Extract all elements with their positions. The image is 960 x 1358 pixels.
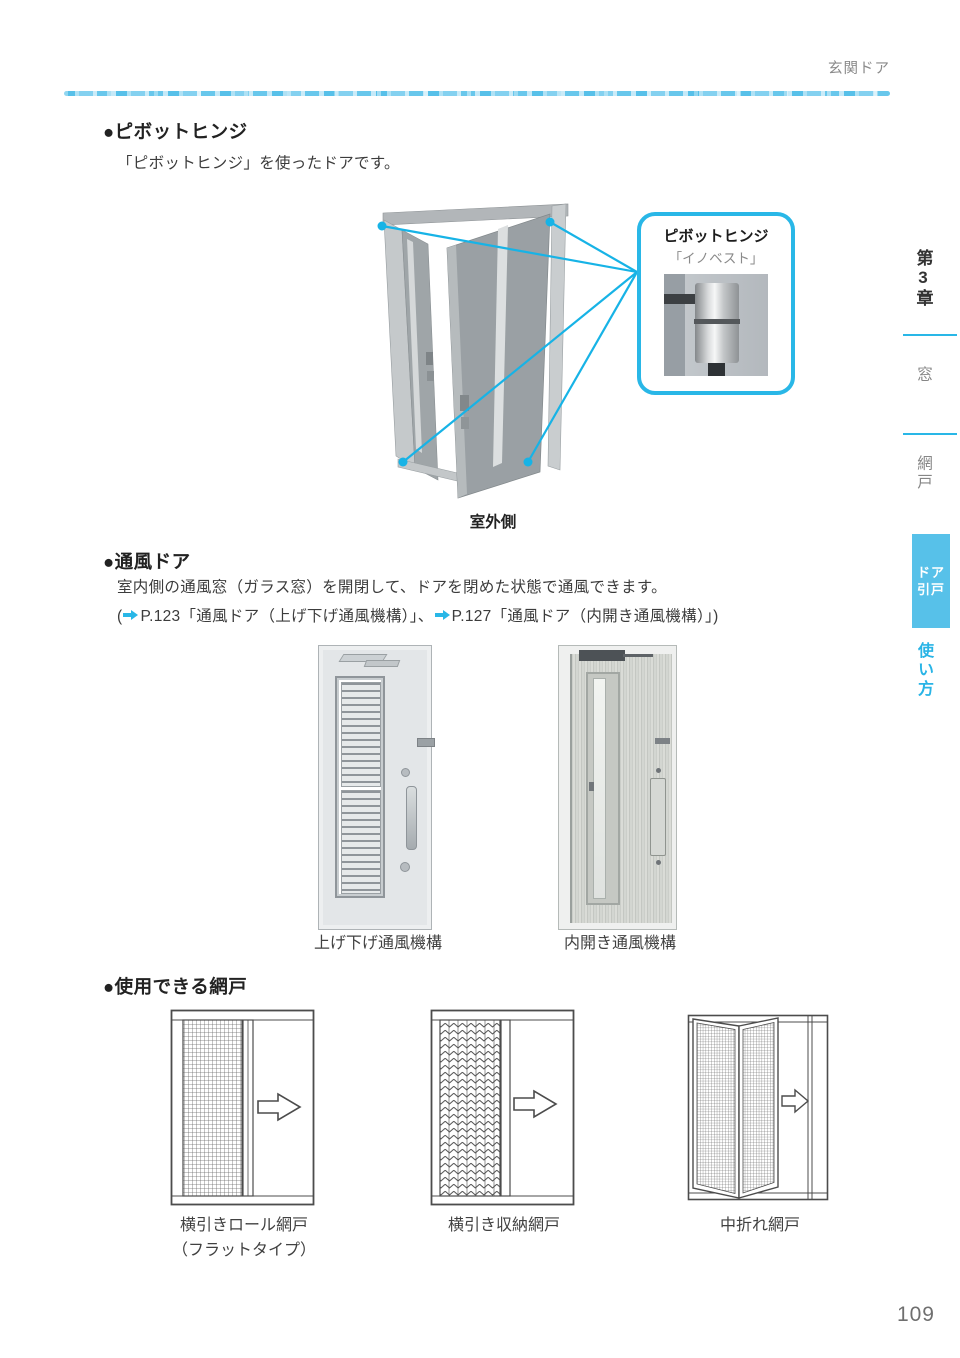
vent-body-line1: 室内側の通風窓（ガラス窓）を開閉して、ドアを閉めた状態で通風できます。 (117, 579, 667, 596)
slide-direction-arrow-icon (513, 1089, 558, 1119)
vent-section-heading: ●通風ドア (103, 551, 191, 572)
sidebar-divider (903, 334, 957, 336)
door-closer-arm (363, 660, 401, 667)
header-brush-divider (64, 91, 890, 96)
screen2-caption: 横引き収納網戸 (447, 1217, 560, 1234)
door-closer-icon (579, 650, 625, 661)
door-photo-inward-vent (558, 645, 677, 930)
pivot-hinge-photo (664, 274, 768, 376)
thumbturn-knob (400, 862, 410, 872)
hinge-cylinder (693, 283, 740, 363)
pivot-door-diagram (377, 203, 638, 499)
thumbturn-knob (401, 768, 410, 777)
page-number: 109 (896, 1303, 935, 1326)
page-ref-arrow-icon (123, 609, 139, 621)
screen-diagram-bifold (687, 1014, 829, 1201)
running-header: 玄関ドア (828, 61, 890, 77)
callout-title: ピボットヒンジ (663, 228, 769, 245)
sidebar-item-usage: 使い方 (915, 642, 932, 699)
hinge-pin (707, 362, 726, 376)
screen-diagram-pleated (430, 1009, 575, 1206)
door-lock-lever (655, 738, 670, 744)
slide-direction-arrow-icon (257, 1092, 302, 1122)
pivot-hinge-callout: ピボットヒンジ 「イノベスト」 (637, 212, 795, 395)
sidebar-item-screen: 網戸 (915, 455, 932, 492)
exterior-side-caption: 室外側 (469, 514, 517, 531)
door2-caption: 内開き通風機構 (563, 935, 676, 952)
window-latch (589, 782, 594, 791)
page-ref-arrow-icon (434, 609, 450, 621)
door-photo-updown-vent (318, 645, 435, 930)
sidebar-item-window: 窓 (915, 366, 932, 385)
door-handle-plate (650, 778, 666, 856)
door-handle (406, 786, 417, 850)
vent-section-body: 室内側の通風窓（ガラス窓）を開閉して、ドアを閉めた状態で通風できます。 ( P.1… (117, 574, 897, 631)
door-closer-arm (623, 654, 653, 657)
sidebar-chapter-label: 第3章 (913, 249, 933, 308)
sidebar-divider (903, 433, 957, 435)
pivot-section-heading: ●ピボットヒンジ (103, 121, 248, 142)
screen-section-heading: ●使用できる網戸 (103, 976, 248, 997)
refs-prefix: ( (117, 607, 123, 625)
screen3-caption: 中折れ網戸 (719, 1217, 800, 1234)
pivot-section-body: 「ピボットヒンジ」を使ったドアです。 (117, 155, 400, 172)
page-ref-1: P.123「通風ドア（上げ下げ通風機構）」、 (140, 607, 434, 625)
slide-direction-arrow-icon (781, 1088, 810, 1114)
sidebar-tab-door-active: ドア 引戸 (912, 534, 950, 628)
door-lock-lever (417, 738, 435, 747)
screen-diagram-roll (170, 1009, 315, 1206)
slim-vent-window (586, 672, 620, 905)
louver-vent-window (335, 676, 385, 898)
door1-caption: 上げ下げ通風機構 (313, 935, 442, 952)
page-ref-2: P.127「通風ドア（内開き通風機構）」) (451, 607, 719, 625)
callout-subtitle: 「イノベスト」 (668, 251, 764, 266)
screen1-caption: 横引きロール網戸 （フラットタイプ） (171, 1217, 316, 1259)
